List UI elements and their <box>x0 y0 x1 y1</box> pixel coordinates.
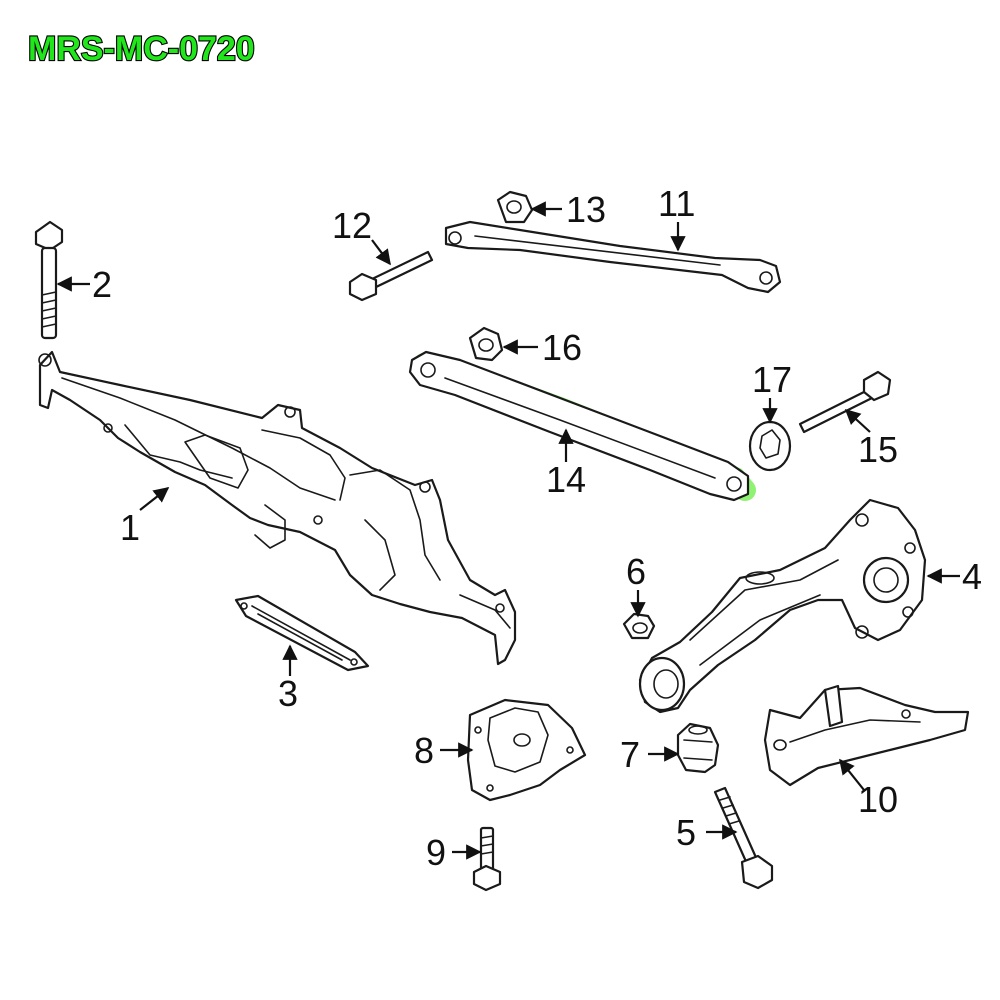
callout-13: 13 <box>566 189 606 230</box>
callout-9: 9 <box>426 832 446 873</box>
nut-16-part[interactable] <box>468 326 504 362</box>
plate-3-part[interactable] <box>234 594 370 672</box>
bushing-7-part[interactable] <box>676 722 720 774</box>
callout-10: 10 <box>858 779 898 820</box>
nut-13-part[interactable] <box>496 190 534 224</box>
callout-8: 8 <box>414 730 434 771</box>
callout-2: 2 <box>92 264 112 305</box>
bolt-2-part[interactable] <box>34 220 64 340</box>
callout-17: 17 <box>752 359 792 400</box>
bracket-10-part[interactable] <box>763 684 970 787</box>
callout-4: 4 <box>962 556 982 597</box>
bolt-9-part[interactable] <box>472 826 502 892</box>
callout-16: 16 <box>542 327 582 368</box>
bolt-12-part[interactable] <box>348 250 434 302</box>
bolt-15-part[interactable] <box>798 370 892 434</box>
link-11-part[interactable] <box>444 220 782 294</box>
bolt-5-part[interactable] <box>713 786 774 890</box>
callout-3: 3 <box>278 673 298 714</box>
callout-11: 11 <box>658 183 695 224</box>
mount-8-part[interactable] <box>466 698 587 802</box>
callout-14: 14 <box>546 459 586 500</box>
callout-5: 5 <box>676 812 696 853</box>
leader-lines <box>56 201 960 860</box>
callouts: 1 2 3 4 5 6 7 8 9 10 11 12 13 14 15 16 1… <box>92 183 982 873</box>
callout-12: 12 <box>332 205 372 246</box>
trailing-arm-4-part[interactable] <box>638 498 927 714</box>
callout-1: 1 <box>120 507 140 548</box>
callout-7: 7 <box>620 734 640 775</box>
callout-6: 6 <box>626 551 646 592</box>
washer-17-part[interactable] <box>748 420 792 472</box>
link-14-part[interactable] <box>408 350 756 502</box>
part-code-label: MRS-MC-0720 <box>28 30 255 68</box>
nut-6-part[interactable] <box>622 612 656 640</box>
subframe-part[interactable] <box>38 350 517 666</box>
callout-15: 15 <box>858 429 898 470</box>
